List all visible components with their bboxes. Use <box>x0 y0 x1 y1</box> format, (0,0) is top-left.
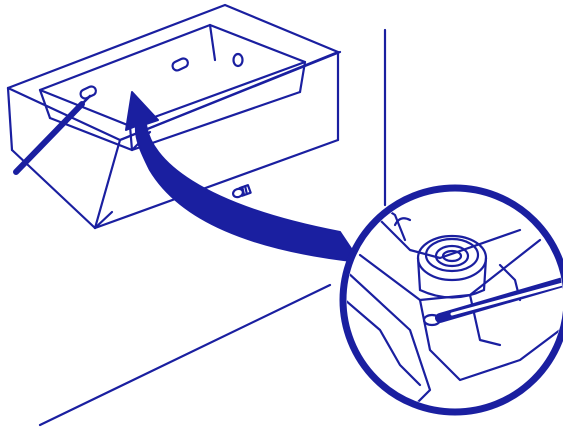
screw-b <box>232 184 252 199</box>
floor-line <box>38 283 332 427</box>
mounting-slot-center <box>171 57 189 72</box>
zoom-detail-circle <box>339 184 563 416</box>
screwdriver-tool <box>13 94 92 175</box>
curved-arrow <box>125 91 361 263</box>
mounting-hole-right <box>232 52 244 68</box>
